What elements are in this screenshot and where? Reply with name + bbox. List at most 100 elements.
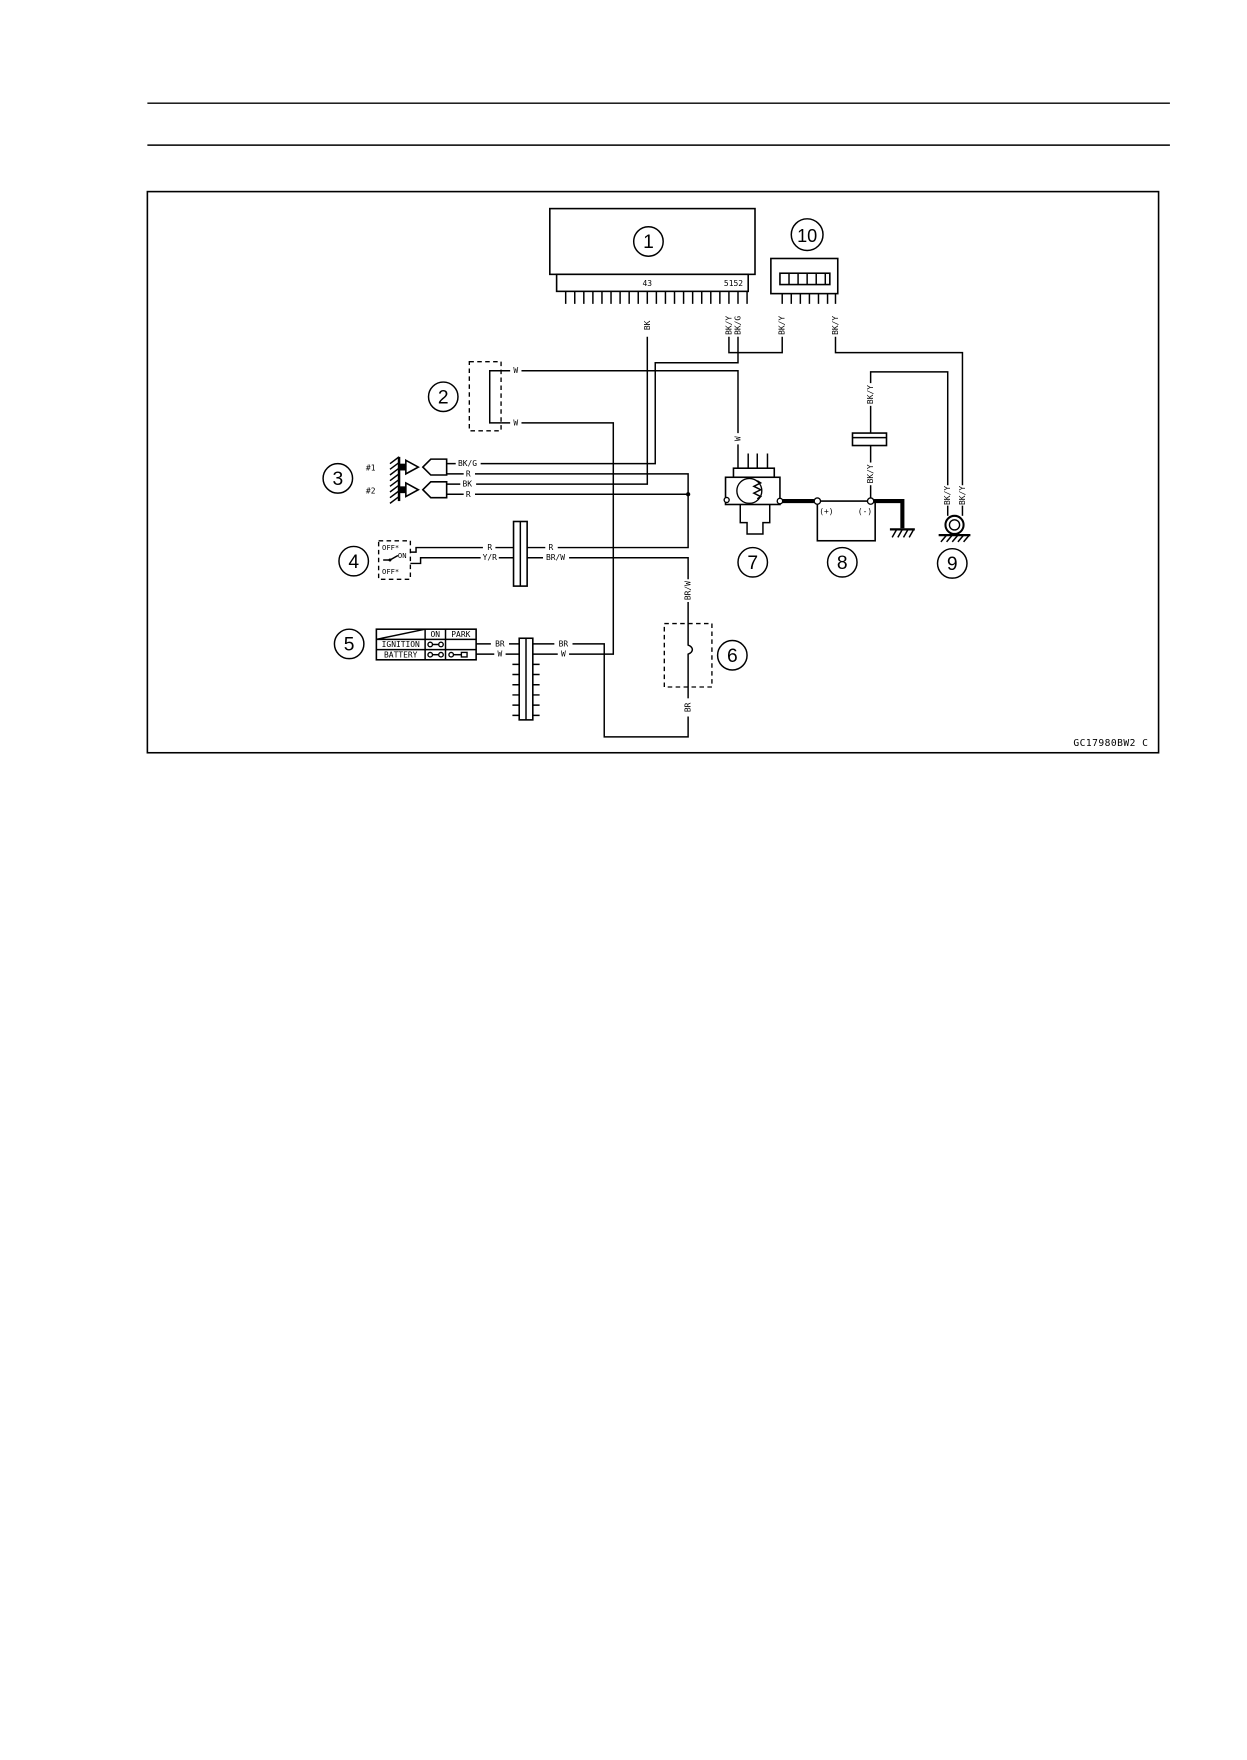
wire-label-br-w-4-right: BR/W	[546, 553, 565, 562]
component-10-socket	[779, 272, 831, 286]
component-8-negative-terminal	[866, 497, 875, 505]
wiring	[474, 336, 964, 738]
wire-label-br-5-left: BR	[495, 639, 505, 648]
wire-bk-y-to-9	[869, 371, 949, 486]
callout-8: 8	[826, 546, 858, 578]
component-5-row-ignition: IGNITION	[382, 640, 420, 649]
wire-label-w-5-right: W	[561, 650, 566, 659]
component-10: BK/Y BK/Y	[770, 257, 840, 335]
wire-label-br-6: BR	[684, 702, 693, 712]
wire-label-r-4-left: R	[487, 543, 492, 552]
component-1-connector	[555, 273, 749, 293]
callout-3: 3	[322, 462, 354, 494]
component-3-unit-1-label: #1	[366, 464, 376, 473]
component-3-unit-2-label: #2	[366, 486, 376, 495]
component-2-element	[488, 369, 502, 424]
component-4-position-top: OFF*	[382, 543, 399, 552]
wire-label-br-w-6: BR/W	[684, 581, 693, 600]
component-3-plug-1	[405, 458, 420, 476]
callout-1-number: 1	[643, 232, 654, 253]
component-4-pivot	[388, 558, 392, 562]
wire-br	[572, 643, 689, 738]
wire-label-bk-3: BK	[463, 480, 473, 489]
wire-label-r-3-a: R	[466, 469, 471, 478]
component-9: BK/Y BK/Y	[938, 486, 971, 543]
wire-r-coil-1	[474, 473, 689, 549]
component-7-base	[739, 504, 771, 535]
callout-5-number: 5	[344, 635, 355, 656]
callout-7-number: 7	[747, 553, 758, 574]
wire-bk	[476, 336, 649, 485]
component-8-positive-label: (+)	[819, 507, 833, 516]
component-5-header-on: ON	[431, 630, 441, 639]
component-5-connector-leads-left	[505, 643, 520, 655]
component-4-leads	[410, 546, 483, 565]
callout-10-number: 10	[797, 226, 817, 246]
component-10-pins	[781, 293, 837, 304]
component-5-leads-out	[476, 643, 495, 655]
wire-label-bk-g-ecu: BK/G	[733, 316, 742, 335]
callout-1: 1	[632, 226, 664, 257]
component-3-cap-2	[421, 481, 448, 499]
component-1: 43 5152 BK BK/Y BK/G	[549, 207, 756, 335]
component-5: ON PARK IGNITION BATTERY BR W BR W	[375, 628, 569, 721]
component-9-ground-hatch	[940, 534, 970, 543]
wire-label-bk-y-9-left: BK/Y	[943, 486, 952, 505]
component-3-leads	[446, 462, 464, 496]
component-3-plug-2	[405, 481, 420, 498]
component-5-header-park: PARK	[451, 630, 470, 639]
component-8-fuse-box	[851, 432, 888, 447]
figure-code: GC17980BW2 C	[1073, 738, 1148, 749]
component-8: (+) (-) BK/Y BK/Y	[782, 385, 915, 542]
component-1-pin-43-label: 43	[643, 279, 653, 288]
component-5-connector-pins	[512, 663, 540, 717]
component-7-housing	[736, 477, 763, 505]
ground-hatch	[891, 529, 915, 538]
callout-4-number: 4	[348, 552, 359, 573]
wire-label-bk-g-3: BK/G	[458, 459, 477, 468]
wire-label-bk-y-9-right: BK/Y	[958, 486, 967, 505]
callout-5: 5	[333, 628, 365, 660]
component-7: W	[723, 436, 784, 535]
wire-label-bk-y-10-left: BK/Y	[778, 316, 787, 335]
component-3-ground-hatch	[389, 456, 400, 504]
wire-label-bk-ecu: BK	[643, 320, 652, 330]
component-4: OFF* ON OFF* R Y/R R BR/W	[377, 520, 565, 587]
component-10-socket-cells	[788, 273, 827, 285]
callout-9-number: 9	[947, 554, 958, 575]
component-3-plug-1-tip	[399, 463, 406, 471]
wire-label-w-5-left: W	[498, 650, 503, 659]
wire-label-bk-y-ecu: BK/Y	[724, 316, 733, 335]
component-6-fuse-element	[687, 623, 694, 687]
callout-8-number: 8	[837, 553, 848, 574]
wire-bk-g	[480, 336, 739, 465]
callout-7: 7	[737, 546, 769, 578]
component-7-terminals	[747, 453, 769, 469]
component-4-outline	[377, 540, 412, 580]
callout-2-number: 2	[438, 387, 449, 408]
component-4-connector-leads-right	[527, 546, 546, 559]
wire-label-bk-y-8-upper: BK/Y	[866, 385, 875, 404]
wire-label-y-r-4-left: Y/R	[483, 553, 498, 562]
callout-10: 10	[790, 218, 824, 252]
component-8-negative-label: (-)	[858, 507, 872, 516]
wire-label-br-5-right: BR	[559, 639, 569, 648]
component-5-row-battery: BATTERY	[384, 650, 418, 659]
wire-junction-dot	[685, 492, 691, 497]
wire-label-r-4-right: R	[549, 543, 554, 552]
component-2-leads	[501, 369, 511, 424]
component-4-position-middle: ON	[398, 551, 407, 560]
component-5-table-grid	[376, 628, 477, 660]
cable-battery-to-ground	[874, 499, 905, 529]
component-3-plug-2-tip	[399, 486, 406, 494]
component-8-positive-terminal	[813, 497, 822, 505]
wire-w-2-to-7	[521, 369, 739, 434]
component-7-terminal-left	[723, 496, 730, 504]
wire-label-bk-y-10-right: BK/Y	[831, 316, 840, 335]
component-3: #1 #2 BK/G R BK R	[366, 456, 477, 504]
component-5-connector-leads-right	[532, 643, 558, 655]
wire-bk-y-10-to-9	[834, 336, 964, 486]
wire-w-2-to-5	[521, 422, 615, 655]
wire-label-r-3-b: R	[466, 490, 471, 499]
